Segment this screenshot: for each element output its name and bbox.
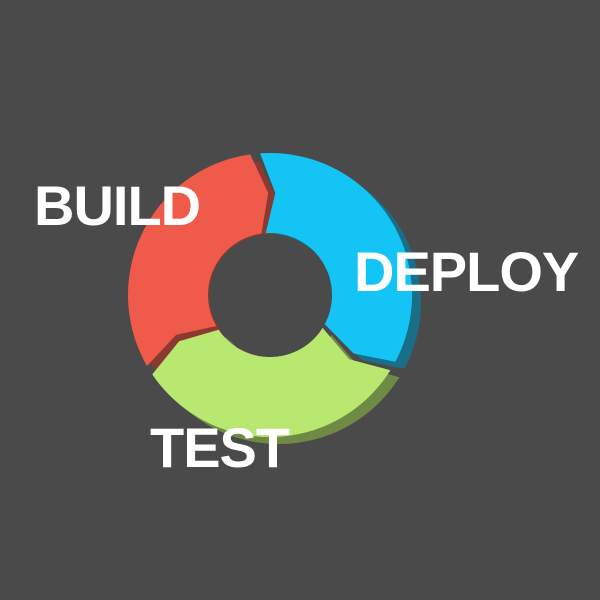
segment-build xyxy=(128,154,269,366)
stage-label-build: BUILD xyxy=(34,174,201,237)
stage-label-deploy: DEPLOY xyxy=(354,240,579,303)
segment-deploy xyxy=(260,153,412,362)
segment-test xyxy=(152,327,391,437)
ring-center-hole xyxy=(209,234,331,356)
stage-label-test: TEST xyxy=(150,416,290,479)
